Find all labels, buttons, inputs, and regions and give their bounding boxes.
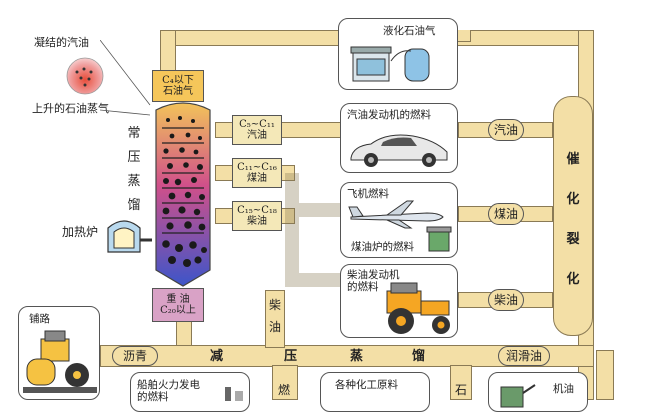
vapor-sphere-icon — [66, 57, 104, 95]
lpg-box: 液化石油气 — [338, 18, 458, 90]
lubricant-label: 润滑油 — [498, 346, 550, 366]
asphalt-label: 沥青 — [112, 346, 158, 366]
power-plant-box: 船舶火力发电 的燃料 — [130, 372, 250, 412]
top-left-down-pipe — [160, 30, 176, 75]
airplane-icon — [348, 200, 444, 229]
chem-material-box: 各种化工原料 — [320, 372, 430, 412]
stove-fuel-label: 煤油炉的燃料 — [351, 241, 414, 253]
furnace-icon — [107, 220, 152, 253]
heavy-oil-box: 重 油 C₂₀以上 — [152, 288, 204, 322]
tractor-icon — [386, 282, 450, 334]
engine-oil-box: 机油 — [488, 372, 588, 412]
gasoline-fraction-box: C₅~C₁₁ 汽油 — [232, 115, 282, 145]
vacuum-label-1: 减 — [210, 349, 224, 364]
oil-can-icon — [500, 384, 536, 408]
diesel-pipe-label: 柴油 — [488, 289, 524, 311]
tractor-fuel-label-2: 的燃料 — [347, 281, 379, 293]
tractor-fuel-label-1: 柴油发动机 — [347, 269, 400, 281]
diesel-vertical-label: 柴 油 — [268, 298, 281, 334]
car-fuel-box: 汽油发动机的燃料 — [340, 103, 458, 173]
ship-icon — [225, 387, 243, 401]
bottom-stub-3 — [596, 350, 614, 400]
c4-gas-box: C₄以下 石油气 — [152, 70, 204, 102]
connector-lines — [285, 173, 340, 287]
road-paving-label: 铺路 — [29, 313, 50, 325]
gasoline-pipe-label: 汽油 — [488, 119, 524, 141]
diesel-vertical-pipe — [265, 290, 285, 348]
car-fuel-label: 汽油发动机的燃料 — [347, 109, 431, 121]
engine-oil-label: 机油 — [553, 383, 574, 395]
diesel-fraction-box: C₁₅~C₁₈ 柴油 — [232, 201, 282, 231]
tractor-fuel-box: 柴油发动机 的燃料 — [340, 264, 458, 338]
column-name-label: 常 压 蒸 馏 — [127, 126, 141, 213]
road-roller-icon — [23, 330, 97, 393]
car-icon — [350, 134, 448, 167]
heating-furnace-label: 加热炉 — [62, 225, 99, 239]
callout-lines — [100, 40, 151, 116]
vacuum-pipe — [100, 345, 594, 367]
condensed-gasoline-label: 凝结的汽油 — [34, 36, 89, 49]
plane-fuel-label: 飞机燃料 — [347, 188, 389, 200]
fuel-oil-stub-label: 燃 — [278, 383, 291, 397]
power-plant-label-1: 船舶火力发电 — [137, 379, 200, 391]
vacuum-label-4: 馏 — [412, 349, 426, 364]
kerosene-fraction-box: C₁₁~C₁₆ 煤油 — [232, 158, 282, 188]
lpg-label: 液化石油气 — [383, 25, 436, 37]
stone-stub-label: 石 — [455, 383, 468, 397]
vacuum-label-3: 蒸 — [350, 349, 364, 364]
bottom-stub-1 — [272, 365, 298, 400]
vacuum-label-2: 压 — [284, 349, 298, 364]
kerosene-pipe-label: 煤油 — [488, 203, 524, 225]
cracking-label: 催 化 裂 化 — [566, 152, 580, 287]
power-plant-label-2: 的燃料 — [137, 391, 169, 403]
kerosene-stove-icon — [426, 226, 452, 252]
gas-stove-icon — [350, 46, 430, 82]
distillation-column — [155, 102, 211, 287]
road-paving-box: 铺路 — [18, 306, 100, 400]
cracking-column — [553, 96, 593, 336]
plane-fuel-box: 飞机燃料 煤油炉的燃料 — [340, 182, 458, 258]
chem-material-label: 各种化工原料 — [335, 379, 398, 391]
rising-vapor-label: 上升的石油蒸气 — [32, 102, 109, 115]
